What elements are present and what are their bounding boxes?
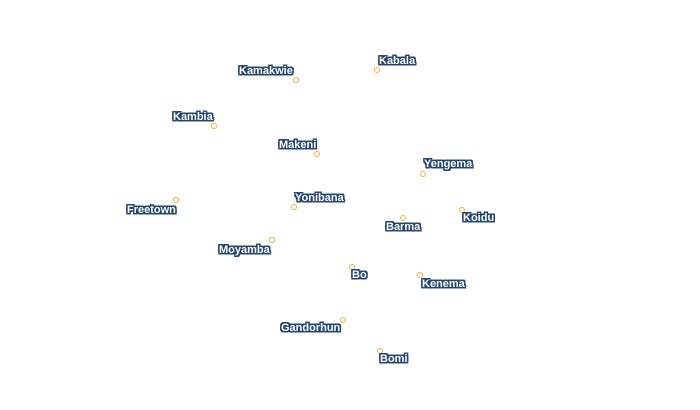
city-label-barma: Barma [386, 221, 421, 233]
city-label-gandorhun: Gandorhun [281, 322, 341, 334]
city-dot-icon [459, 207, 465, 213]
city-label-moyamba: Moyamba [219, 244, 270, 256]
city-dot-icon [211, 123, 217, 129]
city-label-kamakwie: Kamakwie [239, 65, 293, 77]
city-dot-icon [173, 197, 179, 203]
city-label-kabala: Kabala [379, 55, 416, 67]
city-dot-icon [374, 67, 380, 73]
city-label-makeni: Makeni [279, 139, 317, 151]
city-label-yonibana: Yonibana [295, 192, 344, 204]
city-label-bo: Bo [352, 269, 367, 281]
city-label-bomi: Bomi [380, 353, 408, 365]
city-label-koidu: Koidu [463, 212, 495, 224]
city-label-kambia: Kambia [173, 111, 213, 123]
city-label-kenema: Kenema [422, 278, 465, 290]
city-dot-icon [400, 215, 406, 221]
city-dot-icon [417, 272, 423, 278]
city-dot-icon [420, 171, 426, 177]
city-dot-icon [291, 204, 297, 210]
city-dot-icon [349, 264, 355, 270]
city-label-yengema: Yengema [424, 158, 473, 170]
city-dot-icon [269, 237, 275, 243]
city-dot-icon [377, 348, 383, 354]
city-label-freetown: Freetown [127, 204, 176, 216]
city-dot-icon [314, 151, 320, 157]
city-dot-icon [340, 317, 346, 323]
city-dot-icon [293, 77, 299, 83]
